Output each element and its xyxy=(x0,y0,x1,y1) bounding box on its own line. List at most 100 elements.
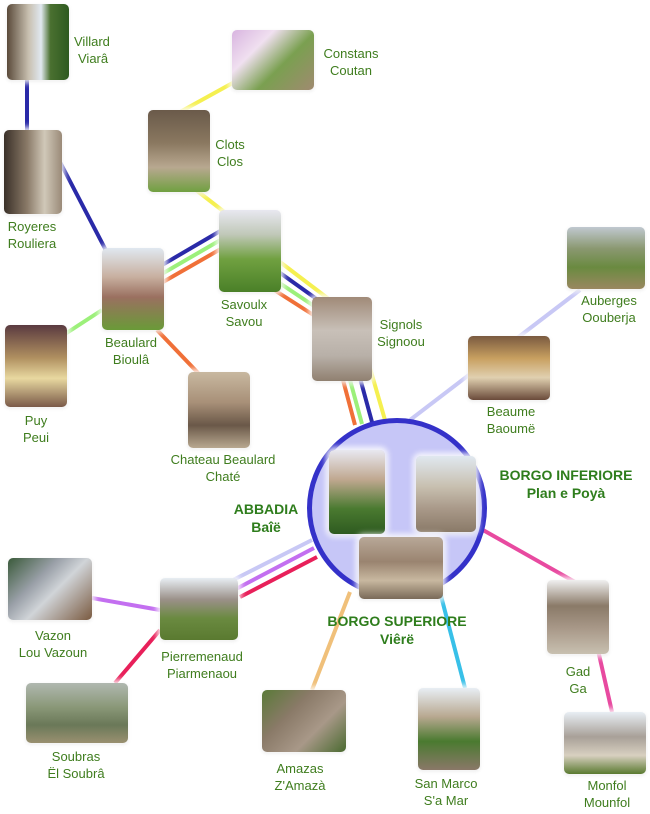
label-chateau-name: Chateau Beaulard xyxy=(170,452,276,467)
label-vazon: Vazon Lou Vazoun xyxy=(8,627,98,661)
label-amazas-local: Z'Amazà xyxy=(274,778,326,793)
photo-amazas[interactable] xyxy=(262,690,346,752)
label-vazon-local: Lou Vazoun xyxy=(18,645,88,660)
label-vazon-name: Vazon xyxy=(35,628,71,643)
label-soubras-local: Ël Soubrâ xyxy=(47,766,105,781)
label-soubras-name: Soubras xyxy=(51,749,101,764)
label-beaulard: Beaulard Bioulâ xyxy=(96,334,166,368)
label-gad: Gad Ga xyxy=(556,663,600,697)
photo-clots[interactable] xyxy=(148,110,210,192)
route-signols-hub-orange xyxy=(341,379,357,426)
label-constans-local: Coutan xyxy=(330,63,372,78)
label-royeres-name: Royeres xyxy=(7,219,57,234)
label-borgo-superiore: BORGO SUPERIORE Viêrë xyxy=(314,612,480,648)
photo-sanmarco[interactable] xyxy=(418,688,480,770)
photo-puy[interactable] xyxy=(5,325,67,407)
photo-borgo-superiore[interactable] xyxy=(359,537,443,599)
photo-beaulard[interactable] xyxy=(102,248,164,330)
label-abbadia-local: Baîë xyxy=(251,519,281,535)
route-constans-clots xyxy=(179,78,239,114)
label-sanmarco-name: San Marco xyxy=(414,776,478,791)
route-hub-pierremenaud-purple xyxy=(235,546,315,591)
route-hub-gad xyxy=(482,528,576,584)
route-signols-hub-navy xyxy=(358,377,374,423)
label-beaulard-local: Bioulâ xyxy=(112,352,150,367)
photo-villard[interactable] xyxy=(7,4,69,80)
label-puy: Puy Peui xyxy=(14,412,58,446)
photo-chateau[interactable] xyxy=(188,372,250,448)
route-hub-sanmarco xyxy=(438,591,467,689)
route-beaulard-chateau xyxy=(155,328,202,377)
label-beaume-name: Beaume xyxy=(486,404,536,419)
photo-beaume[interactable] xyxy=(468,336,550,400)
photo-gad[interactable] xyxy=(547,580,609,654)
photo-savoulx[interactable] xyxy=(219,210,281,292)
label-beaume: Beaume Baoumë xyxy=(476,403,546,437)
route-beaulard-savoulx-orange xyxy=(162,244,227,284)
label-monfol-local: Mounfol xyxy=(583,795,631,810)
label-abbadia: ABBADIA Baîë xyxy=(228,500,304,536)
route-royeres-beaulard xyxy=(58,161,114,263)
label-signols: Signols Signoou xyxy=(372,316,430,350)
label-pierremenaud-name: Pierremenaud xyxy=(161,649,243,664)
label-royeres: Royeres Rouliera xyxy=(2,218,62,252)
label-clots-local: Clos xyxy=(216,154,243,169)
label-savoulx: Savoulx Savou xyxy=(214,296,274,330)
label-royeres-local: Rouliera xyxy=(7,236,57,251)
label-beaulard-name: Beaulard xyxy=(104,335,158,350)
label-clots-name: Clots xyxy=(215,137,245,152)
route-gad-monfol xyxy=(596,649,614,713)
label-chateau: Chateau Beaulard Chaté xyxy=(160,451,286,485)
label-auberges-local: Oouberja xyxy=(582,310,636,325)
label-chateau-local: Chaté xyxy=(205,469,241,484)
label-amazas: Amazas Z'Amazà xyxy=(264,760,336,794)
label-borgo-superiore-local: Viêrë xyxy=(380,631,414,647)
label-amazas-name: Amazas xyxy=(276,761,324,776)
label-borgo-inferiore-local: Plan e Poyà xyxy=(526,485,606,501)
label-pierremenaud-local: Piarmenaou xyxy=(166,666,238,681)
route-signols-hub-green xyxy=(348,379,364,425)
label-monfol: Monfol Mounfol xyxy=(572,777,642,811)
photo-signols[interactable] xyxy=(312,297,372,381)
label-signols-name: Signols xyxy=(379,317,423,332)
route-signols-hub-yellow xyxy=(368,367,387,421)
photo-vazon[interactable] xyxy=(8,558,92,620)
photo-monfol[interactable] xyxy=(564,712,646,774)
label-puy-name: Puy xyxy=(24,413,48,428)
label-clots: Clots Clos xyxy=(210,136,250,170)
label-villard-name: Villard xyxy=(74,34,110,49)
label-puy-local: Peui xyxy=(22,430,50,445)
label-villard: Villard Viarâ xyxy=(74,33,110,67)
label-sanmarco: San Marco S'a Mar xyxy=(406,775,486,809)
label-beaume-local: Baoumë xyxy=(486,421,536,436)
label-gad-local: Ga xyxy=(569,681,587,696)
photo-constans[interactable] xyxy=(232,30,314,90)
label-sanmarco-local: S'a Mar xyxy=(423,793,469,808)
route-vazon-pierremenaud xyxy=(91,596,161,612)
photo-pierremenaud[interactable] xyxy=(160,578,238,640)
label-pierremenaud: Pierremenaud Piarmenaou xyxy=(152,648,252,682)
route-savoulx-signols-yellow xyxy=(278,260,332,302)
label-constans-name: Constans xyxy=(323,46,379,61)
label-gad-name: Gad xyxy=(565,664,591,679)
route-hub-pierremenaud-crimson xyxy=(239,555,318,599)
label-soubras: Soubras Ël Soubrâ xyxy=(36,748,116,782)
photo-soubras[interactable] xyxy=(26,683,128,743)
label-borgo-superiore-name: BORGO SUPERIORE xyxy=(327,613,467,629)
photo-royeres[interactable] xyxy=(4,130,62,214)
photo-auberges[interactable] xyxy=(567,227,645,289)
label-savoulx-local: Savou xyxy=(225,314,263,329)
label-monfol-name: Monfol xyxy=(587,778,627,793)
photo-borgo-inferiore[interactable] xyxy=(416,456,476,532)
route-beaulard-savoulx-navy xyxy=(155,228,224,270)
route-beaulard-puy xyxy=(60,308,104,338)
route-hub-pierremenaud-lavender xyxy=(232,538,313,582)
label-constans: Constans Coutan xyxy=(316,45,386,79)
photo-abbadia[interactable] xyxy=(329,450,385,534)
route-pierremenaud-soubras xyxy=(113,628,162,685)
label-borgo-inferiore-name: BORGO INFERIORE xyxy=(499,467,633,483)
label-villard-local: Viarâ xyxy=(78,51,109,66)
label-savoulx-name: Savoulx xyxy=(220,297,268,312)
label-auberges-name: Auberges xyxy=(581,293,637,308)
route-beaulard-savoulx-green xyxy=(158,236,226,277)
